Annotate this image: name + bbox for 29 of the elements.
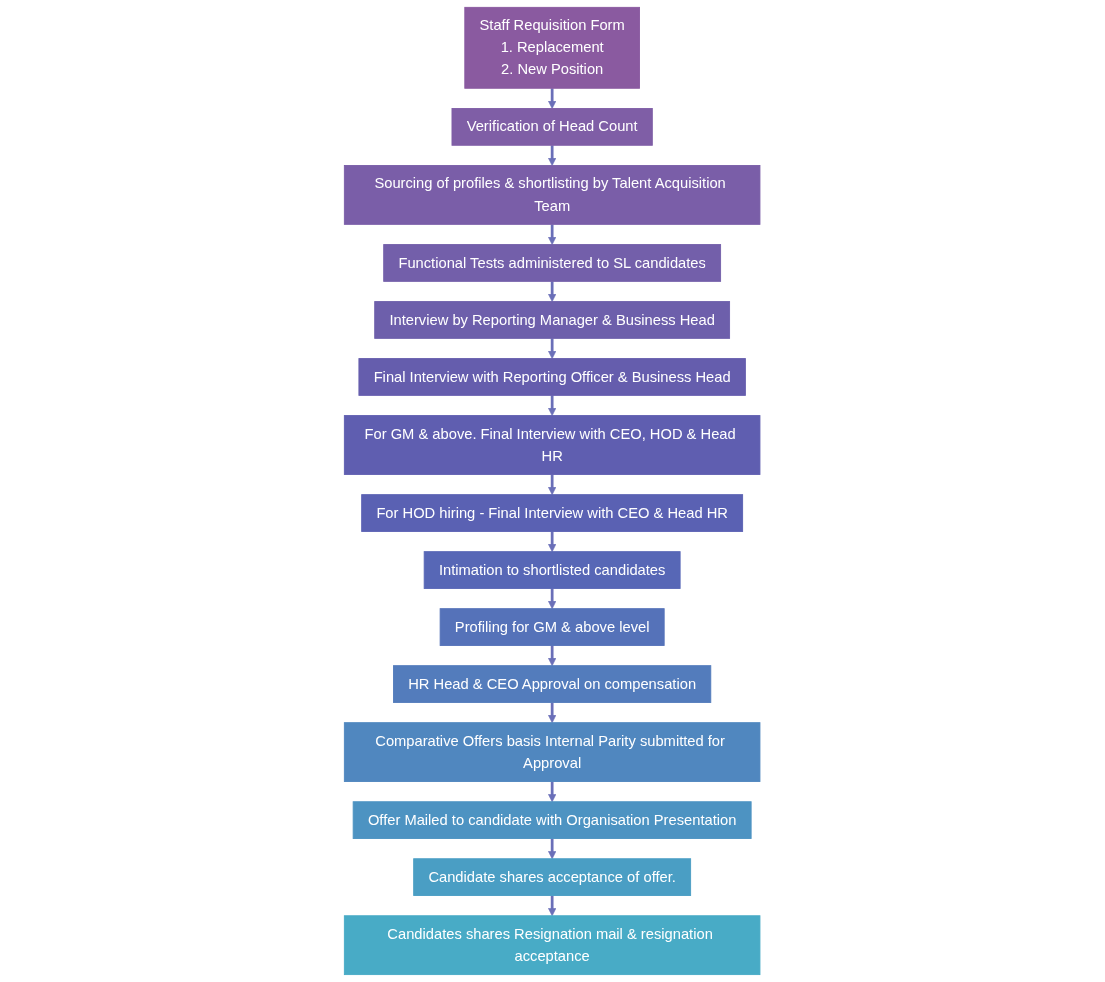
node-box: Offer Mailed to candidate with Organisation Presentation	[353, 801, 752, 839]
node-box: For GM & above. Final Interview with CEO, HOD & Head HR	[344, 415, 761, 475]
node-box: Candidates shares Resignation mail & resignation acceptance	[344, 915, 761, 976]
node-box: Interview by Reporting Manager & Business Head	[374, 301, 731, 339]
node-box: For HOD hiring - Final Interview with CEO & Head HR	[361, 494, 744, 532]
node-box: Final Interview with Reporting Officer & Business Head	[358, 358, 747, 396]
arrow	[548, 645, 557, 667]
node-box: Comparative Offers basis Internal Parity submitted for Approval	[344, 722, 761, 782]
arrow	[548, 395, 557, 416]
node-box: Staff Requisition Form 1. Replacement 2. New Position	[464, 6, 641, 89]
arrow	[548, 895, 557, 917]
arrow	[548, 702, 557, 724]
arrow	[548, 531, 557, 553]
arrow	[548, 474, 557, 496]
node-box: Sourcing of profiles & shortlisting by Talent Acquisition Team	[344, 165, 761, 225]
arrow	[548, 281, 557, 302]
arrow	[548, 781, 557, 803]
arrow	[548, 838, 557, 860]
arrow	[548, 224, 557, 245]
arrow	[548, 145, 557, 166]
node-box: Candidate shares acceptance of offer.	[413, 858, 692, 896]
node-box: Functional Tests administered to SL candidates	[383, 244, 722, 282]
arrow	[548, 588, 557, 610]
node-box: Verification of Head Count	[451, 108, 654, 146]
arrow	[548, 338, 557, 359]
node-box: HR Head & CEO Approval on compensation	[393, 665, 712, 703]
node-box: Intimation to shortlisted candidates	[424, 551, 681, 589]
arrow	[548, 88, 557, 109]
node-box: Profiling for GM & above level	[440, 608, 665, 646]
